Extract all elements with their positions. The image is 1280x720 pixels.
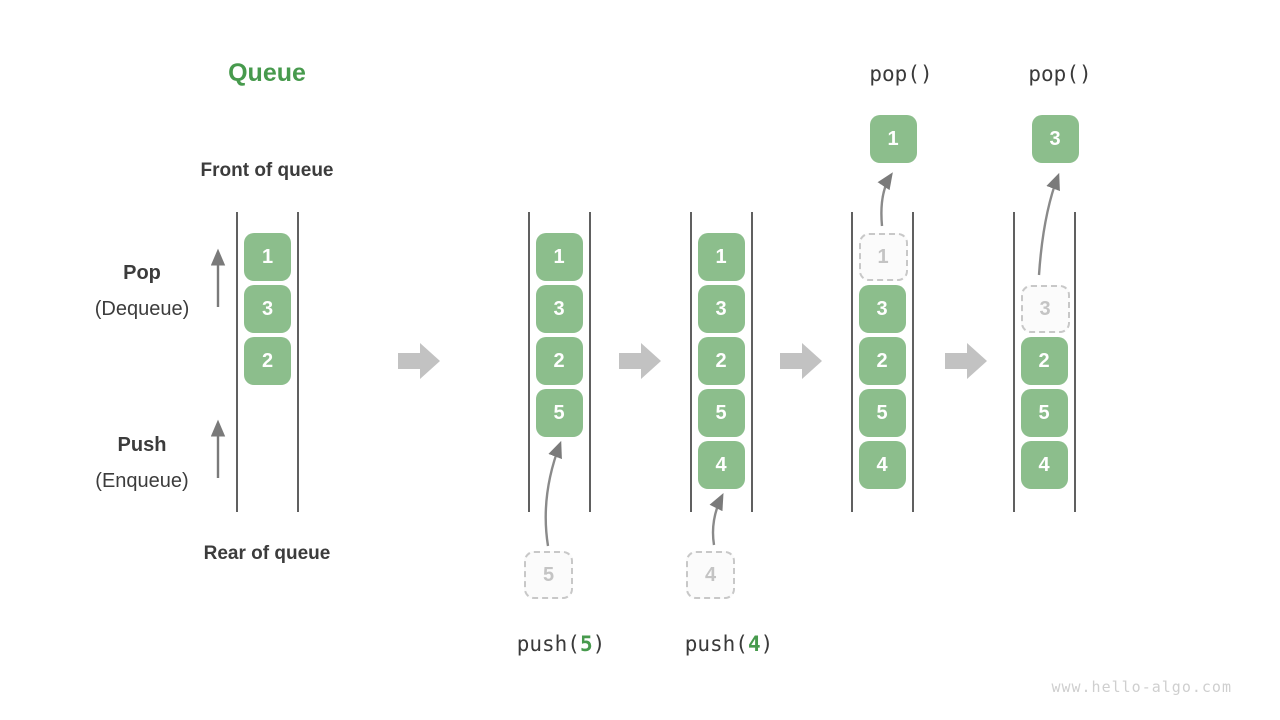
queue-item-ghost: 1 (858, 233, 908, 281)
queue-item: 4 (1020, 441, 1068, 489)
queue-wall-left (689, 212, 692, 512)
staging-item: 4 (686, 551, 735, 599)
queue-item: 3 (858, 285, 906, 333)
queue-item: 3 (697, 285, 745, 333)
popped-item: 1 (869, 115, 917, 163)
queue-item: 2 (858, 337, 906, 385)
queue-item: 3 (244, 285, 291, 333)
queue-wall-left (527, 212, 530, 512)
dequeue-label: (Dequeue) (94, 298, 190, 320)
queue-wall-right (297, 212, 299, 512)
flow-arrow-icon (398, 343, 440, 379)
queue-wall-right (1073, 212, 1076, 512)
flow-arrow-icon (945, 343, 987, 379)
push-arrow (709, 492, 724, 546)
watermark: www.hello-algo.com (1051, 678, 1232, 696)
queue-item: 3 (535, 285, 583, 333)
queue-item: 2 (535, 337, 583, 385)
push-prefix: push( (684, 632, 748, 656)
push-operation-label: push(5) (517, 632, 606, 656)
front-of-queue-label: Front of queue (200, 160, 334, 181)
popped-item: 3 (1031, 115, 1079, 163)
pop-operation-label: pop() (1028, 62, 1092, 86)
push-suffix: ) (760, 632, 774, 656)
queue-wall-left (236, 212, 238, 512)
queue-item: 5 (1020, 389, 1068, 437)
queue-item: 5 (697, 389, 745, 437)
enqueue-label: (Enqueue) (95, 470, 189, 492)
queue-item: 4 (858, 441, 906, 489)
queue-wall-right (750, 212, 753, 512)
pop-label: Pop (123, 262, 161, 284)
push-arg: 5 (579, 632, 593, 656)
push-prefix: push( (516, 632, 580, 656)
queue-item: 2 (244, 337, 291, 385)
queue-item: 5 (858, 389, 906, 437)
queue-wall-right (911, 212, 914, 512)
queue-item: 1 (244, 233, 291, 281)
queue-item: 1 (697, 233, 745, 281)
push-arrow (544, 440, 562, 547)
push-suffix: ) (592, 632, 606, 656)
queue-item: 2 (1020, 337, 1068, 385)
pop-arrow (1037, 172, 1060, 276)
push-label: Push (117, 434, 167, 456)
pop-arrow (877, 172, 893, 227)
push-arg: 4 (747, 632, 761, 656)
queue-item-ghost: 3 (1020, 285, 1070, 333)
queue-wall-left (850, 212, 853, 512)
pop-operation-label: pop() (869, 62, 933, 86)
flow-arrow-icon (780, 343, 822, 379)
diagram-title: Queue (228, 59, 306, 87)
queue-item: 5 (535, 389, 583, 437)
rear-of-queue-label: Rear of queue (203, 543, 331, 564)
queue-item: 2 (697, 337, 745, 385)
queue-item: 1 (535, 233, 583, 281)
flow-arrow-icon (619, 343, 661, 379)
queue-item: 4 (697, 441, 745, 489)
queue-wall-left (1012, 212, 1015, 512)
push-operation-label: push(4) (685, 632, 774, 656)
staging-item: 5 (524, 551, 573, 599)
queue-wall-right (588, 212, 591, 512)
